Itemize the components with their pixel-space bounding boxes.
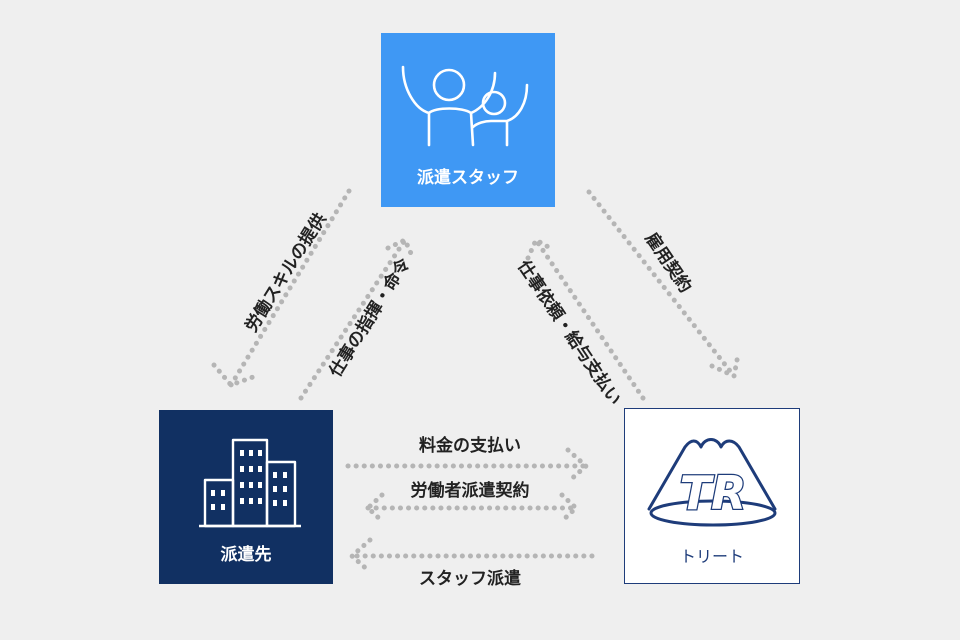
staff-node: 派遣スタッフ [381,33,555,207]
arrow-labor-skill [211,188,352,388]
arrow-employment [586,189,741,380]
arrow-instruction [298,236,416,401]
arrow-fee-payment [345,447,590,485]
treat-label: トリート [679,547,744,566]
treat-node: TR トリート [624,408,800,584]
buildings-icon [199,438,301,528]
arrow-staff-dispatch [348,537,595,575]
tr-mountain-logo-icon: TR [647,438,777,527]
people-cheering-icon [401,65,529,147]
label-fee-payment: 料金の支払い [419,436,521,456]
label-dispatch-contract: 労働者派遣契約 [410,481,530,501]
treat-logo-text: TR [680,466,747,520]
client-label: 派遣先 [220,545,272,565]
label-staff-dispatch: スタッフ派遣 [419,569,521,589]
arrow-dispatch-contract [364,492,580,524]
arrow-job-request [525,236,646,401]
staff-label: 派遣スタッフ [417,168,519,188]
client-node: 派遣先 [159,410,333,584]
